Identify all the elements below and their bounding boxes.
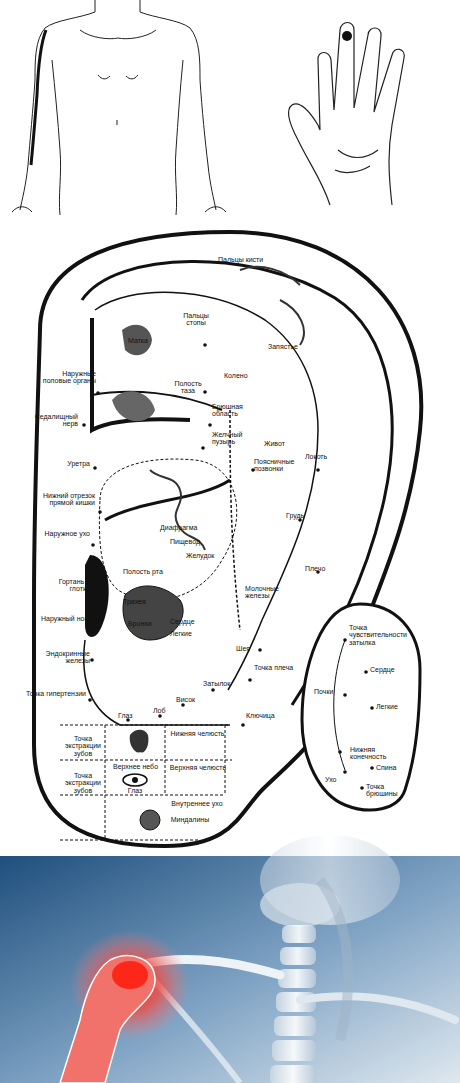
region-label: Живот [264, 440, 299, 447]
meridian-line [31, 30, 46, 165]
hand-outline [289, 23, 405, 206]
region-label: Почки [314, 688, 344, 695]
region-label: Молочные железы [245, 585, 290, 600]
region-label: Точка брюшины [366, 783, 411, 798]
region-label: Легкие [376, 703, 411, 710]
region-label: Пальцы стопы [176, 312, 216, 327]
region-label: Грудь [286, 512, 321, 519]
region-label: Бронхи [128, 620, 168, 627]
region-label: Плечо [305, 565, 340, 572]
region-label: Матка [128, 337, 168, 344]
region-label: Брюшная область [212, 403, 257, 418]
region-label: Гортань и глотка [38, 578, 90, 593]
region-label: Точка экстракции зубов [58, 735, 108, 757]
region-label: Пищевод [170, 538, 215, 545]
region-label: Точка экстракции зубов [58, 772, 108, 794]
region-label: Сердце [370, 666, 405, 673]
region-label: Висок [176, 696, 211, 703]
region-label: Седалищный нерв [26, 413, 78, 428]
region-label: Колено [224, 372, 264, 379]
region-label: Ухо [325, 776, 350, 783]
region-label: Наружные половые органы [38, 370, 96, 385]
region-label: Точка чувствительности затылка [349, 624, 409, 646]
region-label: Легкие [170, 630, 210, 637]
region-label: Полость рта [123, 568, 163, 575]
region-label: Локоть [305, 453, 340, 460]
region-label: Глаз [120, 787, 150, 794]
body-figure [12, 0, 226, 215]
region-label: Эндокринные железы [26, 650, 90, 665]
region-label: Ключица [246, 712, 291, 719]
region-label: Глаз [118, 712, 148, 719]
region-label: Внутреннее ухо [168, 800, 226, 807]
region-label: Лоб [153, 707, 178, 714]
region-label: Верхняя челюсть [168, 764, 228, 771]
region-label: Трахея [123, 598, 163, 605]
ear-back [302, 604, 420, 810]
region-label: Нижний отрезок прямой кишки [33, 492, 95, 507]
region-label: Нижняя конечность [350, 746, 395, 761]
region-label: Поясничные позвонки [254, 458, 304, 473]
region-label: Запястье [268, 343, 313, 350]
region-label: Пальцы кисти [218, 256, 268, 263]
shoulder-image [0, 835, 460, 1083]
region-label: Нижняя челюсть [170, 730, 225, 737]
region-label: Диафрагма [160, 524, 210, 531]
region-label: Сердце [170, 618, 210, 625]
region-label: Точка гипертензии [26, 690, 86, 697]
region-label: Точка плеча [254, 664, 309, 671]
region-label: Верхнее небо [108, 763, 163, 770]
acupoint-dot [342, 31, 352, 41]
region-label: Шея [236, 645, 266, 652]
region-label: Наружное ухо [44, 530, 90, 537]
region-label: Полость таза [168, 380, 208, 395]
region-label: Спина [376, 764, 406, 771]
region-label: Затылок [203, 680, 248, 687]
region-label: Желудок [186, 552, 231, 559]
region-label: Наружный нос [36, 615, 88, 622]
ear-chart [34, 232, 421, 846]
region-label: Уретра [50, 460, 90, 467]
region-label: Миндалины [165, 816, 215, 823]
region-label: Желчный пузырь [212, 431, 257, 446]
